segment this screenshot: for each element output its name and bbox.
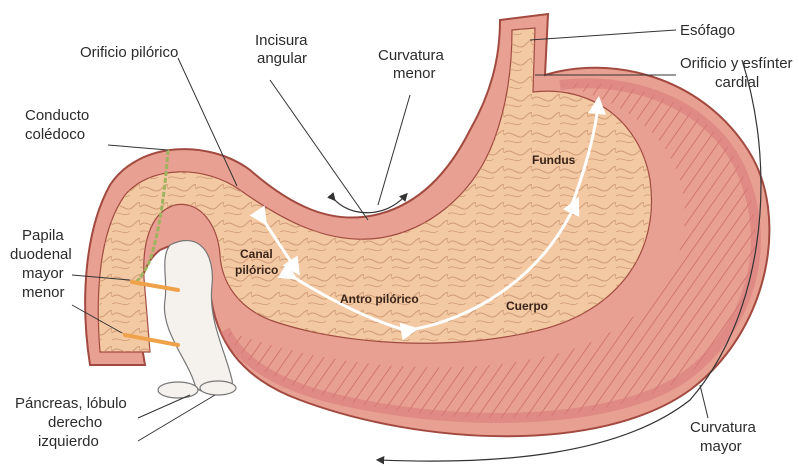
label-esofago: Esófago [680, 22, 735, 39]
region-cuerpo: Cuerpo [506, 299, 548, 313]
label-orificio-esfinter-cardial: Orificio y esfínter cardial [680, 55, 797, 91]
label-papila-duodenal: Papila duodenal mayor menor [10, 227, 76, 301]
region-fundus: Fundus [532, 153, 576, 167]
region-antro-pilorico: Antro pilórico [340, 292, 419, 306]
label-pancreas: Páncreas, lóbulo derecho izquierdo [15, 395, 131, 450]
label-incisura-angular: Incisura angular [255, 32, 312, 67]
label-conducto-coledoco: Conducto colédoco [25, 107, 93, 143]
label-curvatura-menor: Curvatura menor [378, 47, 448, 82]
label-curvatura-mayor: Curvatura mayor [690, 419, 760, 455]
label-orificio-pilorico: Orificio pilórico [80, 44, 178, 61]
